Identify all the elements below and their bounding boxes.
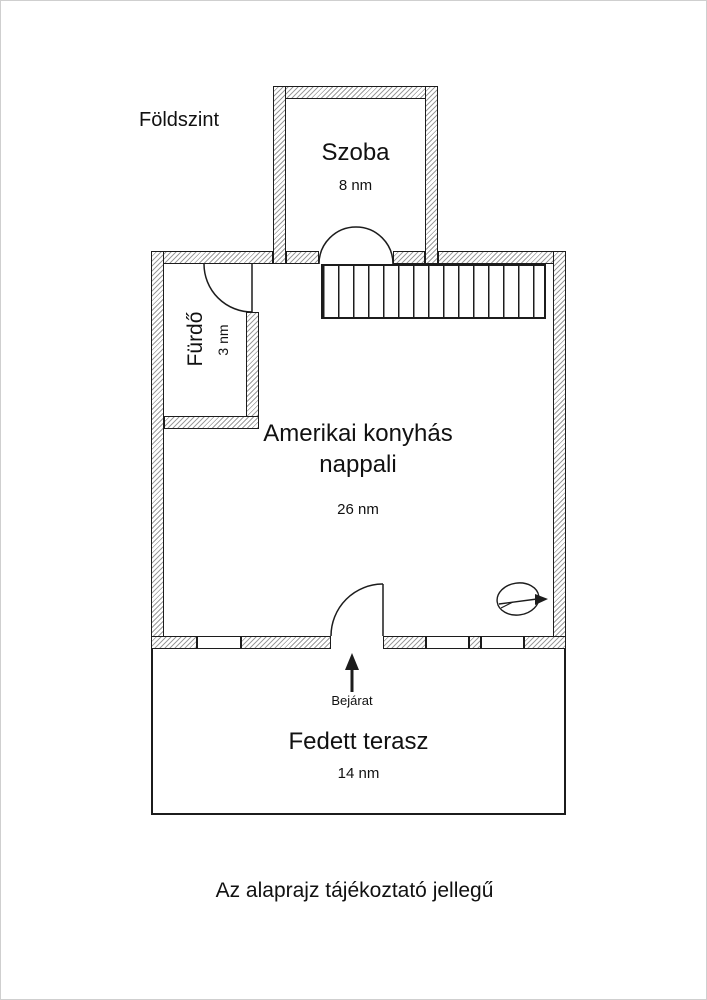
- wall-bottom-d: [469, 636, 481, 649]
- wall-furdo-bottom: [164, 416, 259, 429]
- room-label-szoba: Szoba: [321, 139, 390, 166]
- wall-szoba-top: [273, 86, 438, 99]
- stairs: [321, 264, 546, 319]
- wall-bottom-c: [383, 636, 426, 649]
- disclaimer-caption: Az alaprajz tájékoztató jellegű: [215, 879, 494, 902]
- wall-szoba-left: [273, 86, 286, 264]
- window-1: [197, 636, 241, 649]
- window-2: [426, 636, 469, 649]
- wall-main-top-left: [151, 251, 273, 264]
- wall-bottom-a: [151, 636, 197, 649]
- wall-bottom-b: [241, 636, 331, 649]
- wall-furdo-right: [246, 312, 259, 429]
- terrace-outline: [151, 649, 566, 815]
- north-arrow-icon: [496, 582, 548, 616]
- room-area-furdo: 3 nm: [215, 324, 231, 356]
- room-area-nappali: 26 nm: [337, 501, 379, 518]
- szoba-door-arc: [318, 226, 394, 265]
- floor-title: Földszint: [139, 109, 220, 131]
- wall-szoba-right: [425, 86, 438, 264]
- entrance-label: Bejárat: [331, 693, 373, 708]
- wall-main-right: [553, 251, 566, 649]
- wall-szoba-stub-left: [286, 251, 319, 264]
- wall-szoba-stub-right: [393, 251, 425, 264]
- window-3: [481, 636, 524, 649]
- room-area-szoba: 8 nm: [338, 177, 373, 194]
- wall-main-left: [151, 251, 164, 649]
- terrace-door: [330, 583, 384, 637]
- wall-bottom-e: [524, 636, 566, 649]
- room-label-furdo: Fürdő: [184, 311, 207, 367]
- wall-main-top-right: [438, 251, 566, 264]
- room-label-terasz: Fedett terasz: [288, 728, 429, 755]
- room-label-nappali: Amerikai konyhás nappali: [263, 420, 453, 478]
- room-area-terasz: 14 nm: [337, 765, 380, 782]
